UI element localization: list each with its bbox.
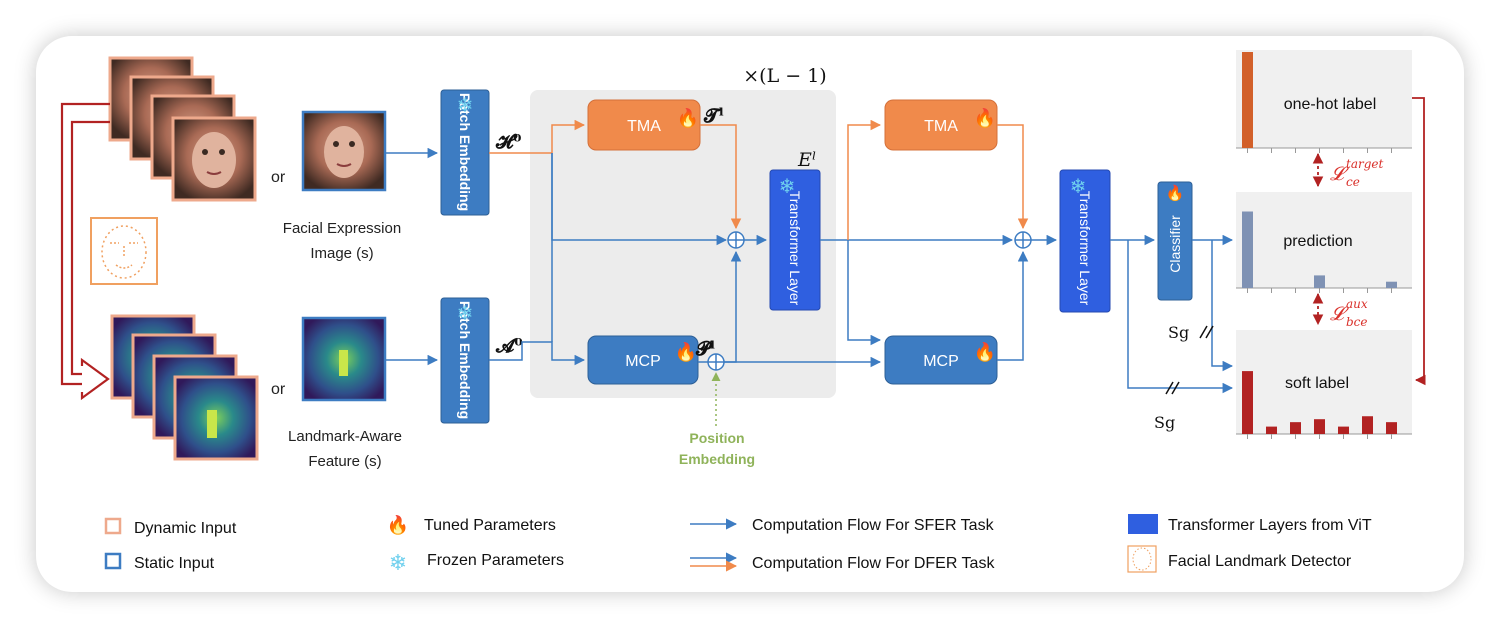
dynamic-input-arrowhead [80,357,110,401]
dynamic-input-swatch [104,517,122,535]
tma-block-1-label: TMA [627,118,661,135]
e-l-symbol: Eˡ [797,149,816,171]
flame-icon: 🔥 [387,514,409,535]
legend-dynamic-input: Dynamic Input [134,520,237,537]
add-node-top-2 [1014,231,1032,249]
classifier-label: Classifier [1167,215,1183,273]
legend: Dynamic Input Static Input 🔥 Tuned Param… [104,514,1372,575]
repeat-label: ×(L − 1) [743,65,826,87]
position-embedding-label-2: Embedding [679,451,755,467]
landmark-caption-1: Landmark-Aware [288,428,402,445]
classifier-block [1157,181,1193,301]
legend-tuned: Tuned Parameters [424,517,556,534]
snowflake-icon: ❄ [457,303,474,325]
prediction-bar [1314,275,1325,288]
transformer-layer-2-label: Transformer Layer [1077,191,1093,306]
legend-flow-sfer: Computation Flow For SFER Task [752,517,995,534]
soft-label-bar [1266,426,1277,434]
dynamic-landmark-frames [110,314,259,461]
flame-icon: 🔥 [1166,184,1185,202]
or-bottom: or [271,381,286,398]
soft-label-text: soft label [1285,375,1349,392]
flame-icon: 🔥 [974,107,996,128]
landmark-caption-2: Feature (s) [308,453,381,470]
snowflake-icon: ❄ [389,550,407,575]
dynamic-face-frames [108,56,257,202]
prediction-text: prediction [1283,233,1352,250]
soft-label-bar [1362,416,1373,434]
facial-landmark-detector-icon [90,217,158,285]
position-embedding-label-1: Position [689,430,744,446]
loss-target-sup: target [1346,157,1383,171]
snowflake-icon: ❄ [779,176,796,198]
flame-icon: 🔥 [675,341,697,362]
static-face-image [301,110,387,192]
soft-label-bar [1314,419,1325,434]
sg-label-2: Sg [1154,413,1175,432]
repeat-block-panel [530,90,836,398]
loss-target-sub: ce [1346,175,1360,189]
legend-landmark-detector: Facial Landmark Detector [1168,553,1352,570]
one-hot-label-panel [1236,50,1412,153]
transformer-layer-1-label: Transformer Layer [787,191,803,306]
soft-label-panel [1236,330,1412,439]
snowflake-icon: ❄ [1070,176,1087,198]
static-input-swatch [104,552,122,570]
legend-frozen: Frozen Parameters [427,552,564,569]
prediction-panel [1236,192,1412,293]
a0-symbol: 𝓐⁰ [495,335,523,357]
legend-static-input: Static Input [134,555,215,572]
mcp-block-2-label: MCP [923,353,959,370]
soft-label-bar [1290,422,1301,434]
transformer-vit-swatch [1128,514,1158,534]
or-top: or [271,169,286,186]
transformer-layer-2 [1059,169,1111,313]
sg-label-1: Sg [1168,323,1189,342]
one-hot-bar [1242,52,1253,148]
t-l-symbol: 𝓣ˡ [703,105,724,127]
legend-transformer-vit: Transformer Layers from ViT [1168,517,1372,534]
loss-aux-sub: bce [1346,315,1368,329]
flame-icon: 🔥 [974,341,996,362]
one-hot-label-text: one-hot label [1284,96,1377,113]
patch-embedding-top-label: Patch Embedding [457,93,473,211]
facial-expression-caption-1: Facial Expression [283,220,401,237]
static-landmark-image [301,316,387,402]
one-hot-to-soft-arrow [1412,97,1426,386]
facial-expression-caption-2: Image (s) [310,245,373,262]
soft-label-bar [1386,422,1397,434]
landmark-detector-swatch [1127,545,1157,573]
add-node-top-1 [727,231,745,249]
prediction-bar [1386,281,1397,288]
soft-label-bar [1338,426,1349,434]
p-l-symbol: 𝓟ˡ [695,338,715,360]
prediction-bar [1242,211,1253,288]
mcp-block-1 [587,335,699,385]
mcp-block-1-label: MCP [625,353,661,370]
loss-aux-sup: aux [1346,297,1368,311]
add-node-position [707,353,725,371]
flame-icon: 🔥 [677,107,699,128]
snowflake-icon: ❄ [457,95,474,117]
h0-symbol: 𝓗⁰ [495,131,521,153]
tma-block-2-label: TMA [924,118,958,135]
patch-embedding-bottom-label: Patch Embedding [457,301,473,419]
soft-label-bar [1242,371,1253,434]
legend-flow-dfer: Computation Flow For DFER Task [752,555,995,572]
dynamic-input-arrow [60,102,110,386]
